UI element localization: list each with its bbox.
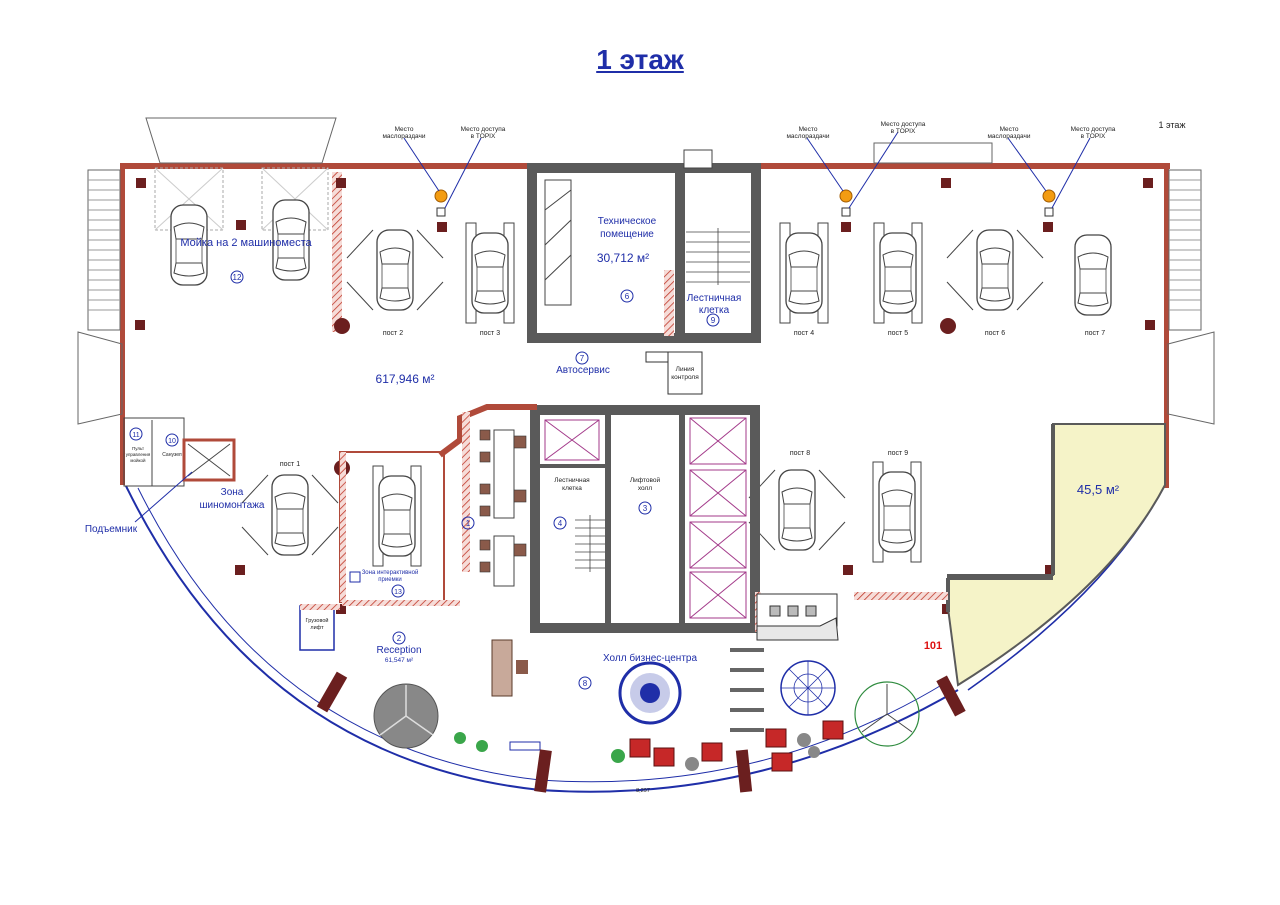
control-room-label-1: Пульт <box>132 446 144 451</box>
wc-label: Санузел <box>162 452 182 458</box>
interactive-zone-number: 13 <box>394 589 402 596</box>
control-line-label-2: контроля <box>671 374 699 381</box>
small-stair-number: 4 <box>558 519 563 528</box>
post-4-label: пост 4 <box>794 330 814 337</box>
post-2-label: пост 2 <box>383 330 403 337</box>
freight-lift-label-2: лифт <box>310 625 324 631</box>
office-area: 45,5 м² <box>1077 482 1120 497</box>
control-room-label-2: управления <box>126 452 151 457</box>
reception-zone <box>123 404 537 697</box>
office-number: 101 <box>924 640 942 652</box>
oil-callout-3a: Место <box>1000 126 1019 133</box>
stairwell-label-1: Лестничная <box>687 293 742 304</box>
post-9-label: пост 9 <box>888 450 908 457</box>
floor-corner-label: 1 этаж <box>1159 120 1186 130</box>
small-stair-label-1: Лестничная <box>554 477 590 484</box>
reception-number: 2 <box>397 634 402 643</box>
labels: 1 этаж Место маслораздачи Место доступа … <box>85 120 1186 794</box>
stairwell-number: 9 <box>711 316 716 325</box>
main-area-label: 617,946 м² <box>376 372 435 386</box>
reception-area: 61,547 м² <box>385 657 414 664</box>
post-6-label: пост 6 <box>985 330 1005 337</box>
lobby-label: Холл бизнес-центра <box>603 652 698 664</box>
reception-label: Reception <box>376 645 421 656</box>
post-1-label: пост 1 <box>280 461 300 468</box>
topix-callout-1b: в TOPIX <box>471 133 496 140</box>
tire-zone-label-2: шиномонтажа <box>200 500 265 511</box>
control-room-label-3: мойкой <box>130 457 146 463</box>
technical-block <box>527 149 761 343</box>
topix-callout-3b: в TOPIX <box>1081 133 1106 140</box>
oil-callout-2b: маслораздачи <box>786 133 829 140</box>
topix-callout-3a: Место доступа <box>1071 126 1116 133</box>
lift-label: Подъемник <box>85 524 138 535</box>
oil-callout-2a: Место <box>799 126 818 133</box>
control-room-number: 11 <box>132 432 139 439</box>
lift-hall-label-2: холл <box>638 485 652 492</box>
page-title: 1 этаж <box>596 44 684 75</box>
dimension-label: 8,297 <box>636 788 650 794</box>
stairwell-label-2: клетка <box>699 305 730 316</box>
wc-number: 10 <box>168 438 176 445</box>
carwash <box>154 167 342 332</box>
topix-callout-1a: Место доступа <box>461 126 506 133</box>
lobby-furniture <box>316 593 966 793</box>
lift-hall-number: 3 <box>643 504 648 513</box>
post-3-label: пост 3 <box>480 330 500 337</box>
lobby-number: 8 <box>583 679 588 688</box>
oil-callout-1a: Место <box>395 126 414 133</box>
tech-room-label-1: Техническое <box>598 216 657 227</box>
tech-room-number: 6 <box>625 292 630 301</box>
oil-callout-3b: маслораздачи <box>987 133 1030 140</box>
post-7-label: пост 7 <box>1085 330 1105 337</box>
tire-zone-label-1: Зона <box>221 487 244 498</box>
tech-room-label-2: помещение <box>600 229 654 240</box>
room-1-number: 1 <box>466 519 471 528</box>
lift-hall-label-1: Лифтовой <box>630 476 661 484</box>
topix-callout-2b: в TOPIX <box>891 128 916 135</box>
post-8-label: пост 8 <box>790 450 810 457</box>
post-5-label: пост 5 <box>888 330 908 337</box>
interactive-zone-label-1: Зона интерактивной <box>362 569 419 576</box>
interactive-zone-label-2: приемки <box>378 577 401 583</box>
small-stair-label-2: клетка <box>562 485 582 492</box>
oil-callout-1b: маслораздачи <box>382 133 425 140</box>
oil-markers <box>403 131 1091 217</box>
ramps <box>77 117 1215 425</box>
freight-lift-label-1: Грузовой <box>306 617 329 624</box>
tech-room-area: 30,712 м² <box>597 251 649 265</box>
autoservice-label: Автосервис <box>556 365 610 376</box>
office-101 <box>947 423 1166 687</box>
topix-callout-2a: Место доступа <box>881 121 926 128</box>
control-line-box <box>667 351 703 395</box>
carwash-label: Мойка на 2 машиноместа <box>180 237 312 249</box>
carwash-number: 12 <box>233 273 242 282</box>
central-core <box>530 405 760 633</box>
control-line-label-1: Линия <box>676 366 695 373</box>
autoservice-number: 7 <box>580 354 585 363</box>
